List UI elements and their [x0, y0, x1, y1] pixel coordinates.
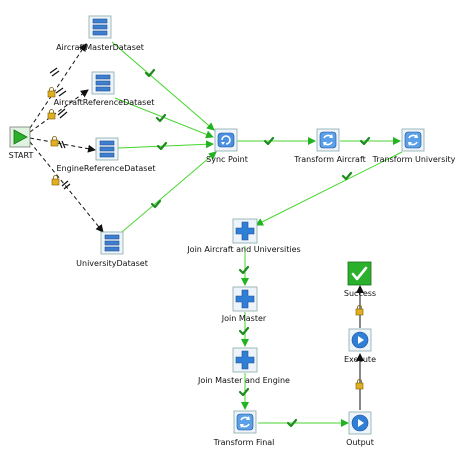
engine-reference-node[interactable]	[95, 137, 119, 161]
transform-final-label: Transform Final	[213, 438, 275, 447]
join-aircraft-universities-node[interactable]	[232, 218, 258, 244]
output-node[interactable]	[348, 411, 372, 435]
hop-start-to-aircraft-reference[interactable]	[29, 89, 89, 133]
aircraft-reference-node[interactable]	[91, 71, 115, 95]
hop-check-marks	[144, 68, 371, 428]
dataset-icon	[99, 140, 115, 158]
success-label: Success	[343, 289, 377, 298]
success-check-icon	[351, 266, 368, 281]
lock-icon	[355, 305, 364, 316]
sync-point-node[interactable]	[214, 128, 238, 152]
check-icon	[144, 68, 156, 78]
aircraft-reference-label: AircraftReferenceDataset	[53, 98, 155, 107]
check-icon	[155, 113, 167, 123]
join-icon	[235, 221, 255, 241]
aircraft-master-label: AircraftMasterDataset	[56, 43, 144, 52]
dataset-icon	[104, 234, 120, 252]
dataset-icon	[95, 74, 111, 92]
transform-university-label: Transform University	[372, 155, 456, 164]
check-icon	[150, 199, 162, 209]
transform-aircraft-label: Transform Aircraft	[294, 155, 366, 164]
university-dataset-label: UniversityDataset	[76, 259, 148, 268]
start-node[interactable]	[9, 126, 31, 148]
success-node[interactable]	[347, 261, 372, 286]
sync-point-label: Sync Point	[206, 155, 248, 164]
hop-engine-reference-to-sync[interactable]	[117, 140, 214, 149]
check-icon	[286, 418, 298, 428]
hop-tick-marks	[49, 67, 71, 190]
transform-icon	[404, 131, 422, 149]
transform-university-node[interactable]	[401, 128, 425, 152]
start-label: START	[8, 151, 34, 160]
hop-start-to-aircraft-master[interactable]	[29, 43, 87, 129]
dataset-icon	[92, 18, 108, 36]
lock-icon	[50, 136, 59, 147]
transform-aircraft-node[interactable]	[316, 128, 340, 152]
join-master-engine-label: Join Master and Engine	[198, 376, 290, 385]
transform-icon	[319, 131, 337, 149]
hop-start-to-engine-reference[interactable]	[29, 137, 96, 153]
lock-icons	[47, 87, 364, 390]
lock-icon	[47, 87, 56, 98]
join-master-node[interactable]	[232, 286, 258, 312]
check-icon	[359, 136, 371, 146]
check-icon	[238, 387, 250, 397]
execute-node[interactable]	[348, 328, 372, 352]
hop-transform-university-to-join-au[interactable]	[255, 151, 403, 226]
engine-reference-label: EngineReferenceDataset	[56, 164, 156, 173]
aircraft-master-node[interactable]	[88, 15, 112, 39]
unconditional-hops	[29, 43, 104, 233]
lock-icon	[355, 379, 364, 390]
join-aircraft-universities-label: Join Aircraft and Universities	[187, 245, 301, 254]
check-icon	[341, 171, 353, 181]
hop-university-to-sync[interactable]	[121, 151, 217, 233]
join-master-engine-node[interactable]	[232, 347, 258, 373]
check-icon	[156, 141, 168, 151]
transform-icon	[236, 413, 254, 431]
join-master-label: Join Master	[221, 314, 267, 323]
check-icon	[263, 136, 275, 146]
check-icon	[238, 326, 250, 336]
university-dataset-node[interactable]	[100, 231, 124, 255]
execute-label: Execute	[344, 355, 376, 364]
transform-final-node[interactable]	[233, 410, 257, 434]
check-icon	[238, 265, 250, 275]
execute-icon	[351, 331, 369, 349]
sync-icon	[217, 132, 235, 148]
hop-aircraft-master-to-sync[interactable]	[111, 41, 215, 131]
join-icon	[235, 350, 255, 370]
join-icon	[235, 289, 255, 309]
output-label: Output	[346, 438, 374, 447]
execute-icon	[351, 414, 369, 432]
lock-icon	[47, 109, 56, 120]
lock-icon	[51, 175, 60, 186]
start-play-icon	[13, 129, 28, 145]
